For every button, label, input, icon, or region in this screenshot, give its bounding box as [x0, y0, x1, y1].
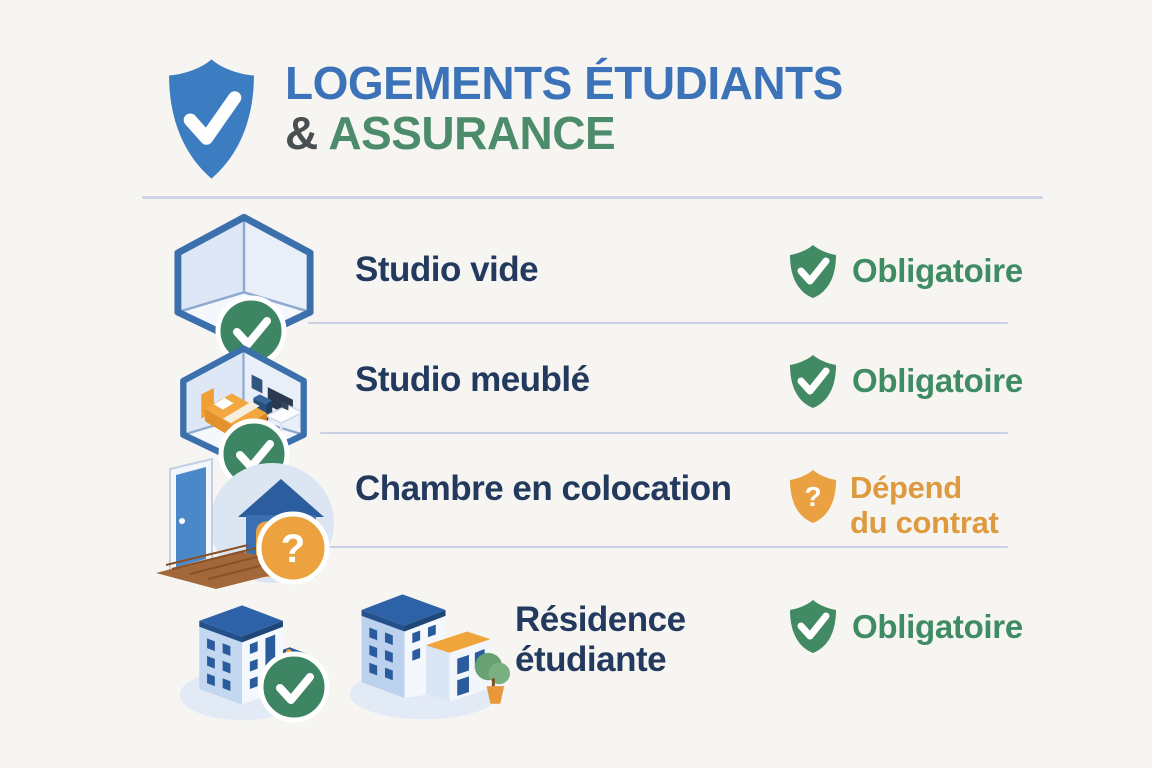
status-obligatoire-4: Obligatoire [852, 608, 1023, 645]
row-divider-2 [320, 432, 1008, 434]
residence-building-right-icon [342, 576, 510, 724]
row-label-studio-meuble: Studio meublé [355, 360, 590, 399]
green-shield-check-icon [787, 597, 839, 655]
title-assurance: ASSURANCE [328, 107, 616, 159]
question-badge-icon: ? [255, 510, 331, 586]
page-title-line1: LOGEMENTS ÉTUDIANTS [285, 57, 843, 109]
svg-text:?: ? [281, 527, 305, 571]
empty-studio-room-icon [170, 212, 318, 349]
row-label-studio-vide: Studio vide [355, 250, 539, 289]
header-divider [142, 196, 1043, 199]
furnished-studio-room-icon [167, 344, 320, 468]
status-obligatoire-2: Obligatoire [852, 362, 1023, 399]
check-badge-icon [257, 650, 331, 724]
orange-shield-question-icon: ? [787, 467, 839, 525]
row-label-residence-etudiante: Résidence étudiante [515, 600, 686, 680]
check-badge-icon [217, 417, 291, 491]
title-ampersand: & [285, 107, 318, 159]
status-depend-contrat: Dépend du contrat [850, 470, 999, 540]
row-divider-1 [308, 322, 1008, 324]
row-label-residence-line2: étudiante [515, 640, 667, 679]
row-label-residence-line1: Résidence [515, 600, 686, 639]
green-shield-check-icon [787, 242, 839, 300]
check-badge-icon [214, 294, 288, 368]
status-depend-line1: Dépend [850, 470, 962, 505]
row-divider-3 [320, 546, 1008, 548]
green-shield-check-icon [787, 352, 839, 410]
status-obligatoire-1: Obligatoire [852, 252, 1023, 289]
status-depend-line2: du contrat [850, 505, 999, 540]
row-label-chambre-colocation: Chambre en colocation [355, 469, 732, 508]
blue-shield-check-icon [163, 54, 260, 184]
svg-text:?: ? [804, 481, 821, 512]
page-title-line2: & ASSURANCE [285, 108, 843, 158]
